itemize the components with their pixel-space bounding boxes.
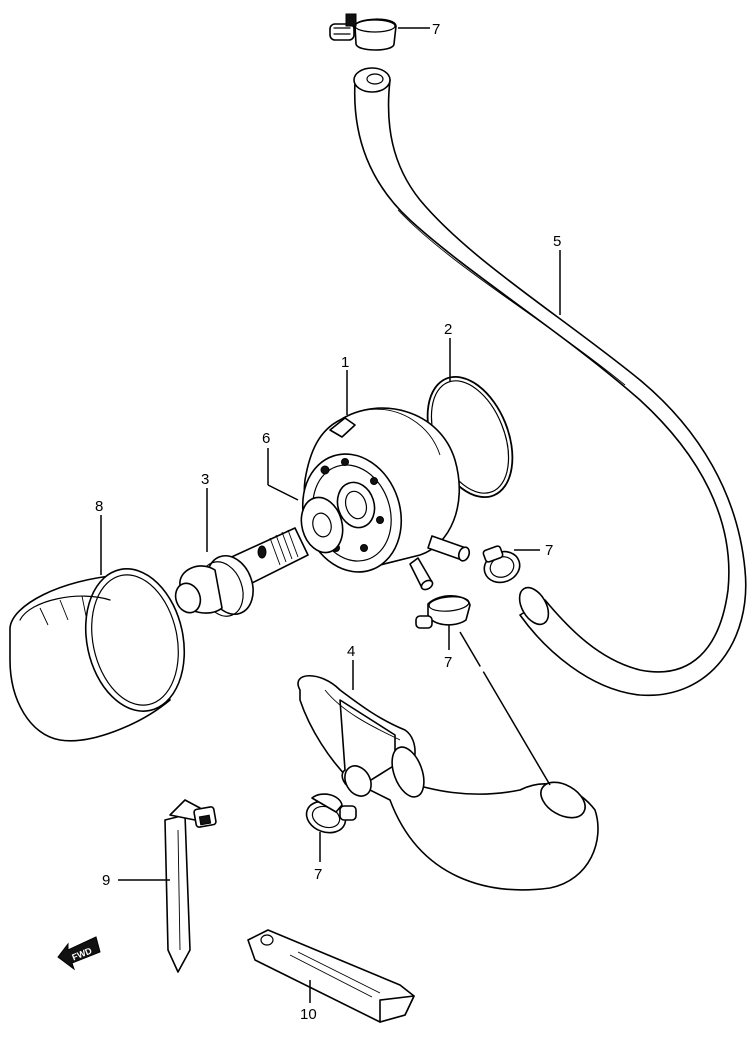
callout-6: 6 xyxy=(262,430,270,447)
hose-clamp-right xyxy=(482,545,521,584)
callout-2: 2 xyxy=(444,321,452,338)
callout-7-middle: 7 xyxy=(444,654,452,671)
hose-clamp-top xyxy=(329,13,397,51)
tool-9 xyxy=(164,799,217,973)
callout-5: 5 xyxy=(553,233,561,250)
callout-8: 8 xyxy=(95,498,103,515)
bracket-10 xyxy=(247,929,415,1023)
callout-9: 9 xyxy=(102,872,110,889)
callout-7-right: 7 xyxy=(545,542,553,559)
hose-5 xyxy=(353,67,747,696)
center-bolt-3 xyxy=(174,527,309,617)
hose-4 xyxy=(297,675,599,891)
callout-labels: 7 5 2 1 6 3 8 7 7 4 7 9 10 xyxy=(95,21,561,1023)
callout-3: 3 xyxy=(201,471,209,488)
hose-clamp-middle xyxy=(415,595,471,629)
hose-clamp-bottom xyxy=(305,793,357,834)
callout-10: 10 xyxy=(300,1006,317,1023)
callout-4: 4 xyxy=(347,643,355,660)
washer-6 xyxy=(300,496,344,554)
callout-1: 1 xyxy=(341,354,349,371)
oil-filter-8 xyxy=(9,568,186,742)
callout-7-bottom: 7 xyxy=(314,866,322,883)
forward-direction-marker: FWD xyxy=(57,936,101,971)
callout-7-top: 7 xyxy=(432,21,440,38)
leader-lines xyxy=(100,27,561,1003)
